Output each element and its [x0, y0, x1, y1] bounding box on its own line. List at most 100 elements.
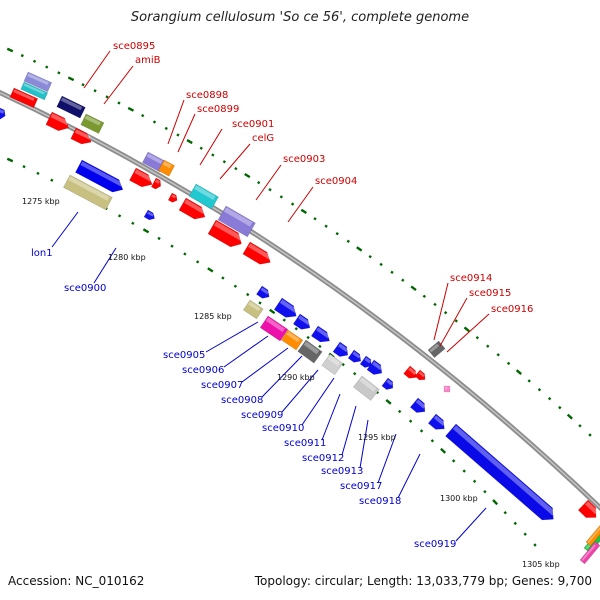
tick-mark	[558, 405, 562, 410]
gene-label-sce0895: sce0895	[113, 41, 155, 52]
tick-mark	[199, 146, 203, 150]
gene-feature	[63, 174, 113, 211]
tick-mark	[475, 336, 480, 340]
tick-mark	[368, 254, 372, 259]
tick-mark	[419, 429, 424, 433]
tick-mark	[257, 180, 261, 185]
gene-feature	[20, 81, 49, 101]
gene-feature	[259, 315, 289, 342]
gene-feature	[256, 285, 270, 299]
tick-mark	[422, 294, 427, 298]
tick-mark	[222, 160, 226, 164]
gene-feature	[347, 349, 362, 363]
accession-text: Accession: NC_010162	[8, 574, 145, 588]
gene-feature	[217, 205, 256, 238]
gene-feature	[23, 71, 53, 93]
tick-mark	[258, 301, 262, 305]
gene-label-sce0901: sce0901	[232, 119, 274, 130]
tick-mark	[244, 173, 251, 179]
tick-mark	[513, 521, 517, 526]
gene-label-sce0913: sce0913	[321, 466, 363, 477]
tick-mark	[211, 153, 215, 157]
gene-feature	[143, 209, 155, 221]
tick-mark	[234, 166, 238, 171]
gene-label-amib: amiB	[135, 55, 161, 66]
tick-mark	[578, 424, 582, 428]
gene-feature	[427, 340, 446, 359]
tick-mark	[451, 459, 456, 463]
gene-label-sce0910: sce0910	[262, 423, 304, 434]
tick-mark	[523, 532, 527, 536]
gene-feature	[280, 329, 304, 351]
tick-mark	[496, 353, 500, 357]
ruler-label: 1280 kbp	[108, 253, 146, 262]
tick-mark	[282, 318, 286, 322]
gene-feature	[9, 87, 39, 109]
tick-mark	[164, 126, 168, 131]
gene-feature	[45, 111, 70, 131]
gene-features	[0, 71, 600, 565]
gene-feature	[359, 355, 372, 368]
gene-feature	[242, 241, 271, 265]
tick-mark	[142, 228, 150, 234]
tick-mark	[81, 83, 85, 87]
gene-feature	[188, 183, 219, 210]
ruler-label: 1290 kbp	[277, 373, 315, 382]
genome-summary-text: Topology: circular; Length: 13,033,779 b…	[254, 574, 592, 588]
tick-mark	[472, 479, 477, 484]
tick-mark	[170, 244, 174, 248]
tick-mark	[246, 292, 250, 297]
gene-label-celg: celG	[252, 133, 274, 144]
tick-mark	[186, 139, 193, 145]
gene-feature	[366, 359, 383, 375]
gene-feature	[297, 339, 323, 364]
tick-mark	[207, 267, 214, 273]
gene-labels: sce0895amiBsce0898sce0899sce0901celGsce0…	[31, 41, 533, 550]
tick-mark	[483, 489, 487, 494]
tick-mark	[105, 95, 109, 99]
tick-mark	[430, 439, 435, 443]
tick-marks	[6, 47, 592, 547]
gene-feature	[409, 397, 426, 413]
tick-mark	[57, 71, 61, 75]
gene-feature	[443, 385, 451, 393]
gene-label-sce0909: sce0909	[241, 410, 283, 421]
tick-mark	[346, 239, 350, 243]
tick-mark	[547, 396, 552, 401]
tick-mark	[492, 499, 499, 506]
gene-label-sce0917: sce0917	[340, 481, 382, 492]
gene-feature	[292, 313, 311, 330]
gene-feature	[75, 159, 124, 193]
gene-feature	[381, 377, 394, 390]
gene-label-sce0919: sce0919	[414, 539, 456, 550]
tick-mark	[537, 388, 542, 392]
tick-mark	[566, 413, 573, 420]
tick-mark	[233, 284, 238, 288]
gene-feature	[403, 365, 417, 379]
gene-label-sce0918: sce0918	[359, 496, 401, 507]
gene-label-sce0907: sce0907	[201, 380, 243, 391]
tick-mark	[152, 120, 157, 124]
tick-mark	[117, 214, 122, 218]
tick-mark	[408, 419, 413, 423]
gene-label-lon1: lon1	[31, 248, 53, 259]
tick-mark	[463, 326, 470, 333]
gene-feature	[167, 192, 178, 203]
tick-mark	[6, 47, 14, 53]
tick-mark	[50, 178, 54, 182]
gene-label-sce0916: sce0916	[491, 304, 533, 315]
tick-mark	[183, 252, 187, 256]
tick-mark	[352, 372, 357, 376]
gene-label-sce0905: sce0905	[163, 350, 205, 361]
gene-label-sce0906: sce0906	[182, 365, 224, 376]
tick-mark	[324, 224, 328, 228]
gene-feature	[70, 127, 92, 145]
gene-feature	[332, 341, 349, 357]
gene-feature	[585, 523, 600, 547]
tick-mark	[527, 379, 531, 383]
tick-mark	[196, 260, 200, 264]
ruler-label: 1300 kbp	[440, 494, 478, 503]
gene-label-sce0911: sce0911	[284, 438, 326, 449]
